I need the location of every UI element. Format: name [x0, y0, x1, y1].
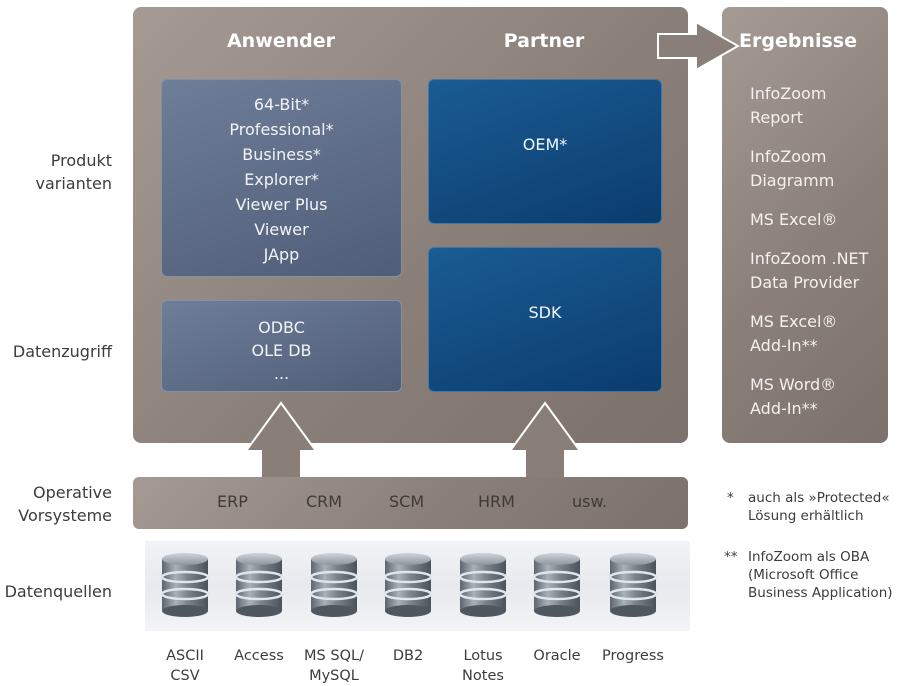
- ergebnis-item-line: Data Provider: [750, 273, 860, 292]
- database-icon: [309, 553, 359, 617]
- ergebnisse-panel: [722, 7, 888, 443]
- database-icon: [160, 553, 210, 617]
- vorsystem-usw: usw.: [572, 492, 608, 511]
- database-icon: [383, 553, 433, 617]
- anwender-product-item: 64-Bit*: [253, 95, 310, 114]
- datenquelle-label-line: DB2: [392, 648, 424, 664]
- vorsystem-erp: ERP: [217, 492, 248, 511]
- ergebnis-item-line: MS Word®: [750, 375, 837, 394]
- footnote-2-mark: **: [724, 549, 738, 565]
- ergebnis-item: MS Excel®: [750, 208, 880, 232]
- datenquelle-label-line: Notes: [462, 668, 504, 684]
- datenquelle-label: ASCII CSV: [145, 646, 225, 686]
- vorsystem-scm: SCM: [389, 492, 425, 511]
- datenquelle-label-line: MySQL: [309, 668, 359, 684]
- vorsysteme-bar: [133, 477, 688, 529]
- anwender-products-box: 64-Bit* Professional* Business* Explorer* Vi…: [161, 79, 402, 277]
- access-method-item: OLE DB: [251, 341, 312, 360]
- ergebnis-item-line: Add-In**: [750, 399, 818, 418]
- datenquelle-label: Progress: [593, 646, 673, 666]
- anwender-product-item: Viewer Plus: [235, 195, 328, 214]
- footnote-2-text: InfoZoom als OBA (Microsoft Office Busin…: [748, 549, 893, 601]
- ergebnis-item: MS Word® Add-In**: [750, 373, 880, 421]
- anwender-products-list: 64-Bit* Professional* Business* Explorer* Vi…: [162, 80, 401, 267]
- database-icon: [608, 553, 658, 617]
- datenquelle-label-line: Lotus: [463, 648, 503, 664]
- footnote-1-text: auch als »Protected« Lösung erhältlich: [748, 490, 890, 524]
- datenquelle-label: MS SQL/MySQL: [294, 646, 374, 686]
- database-icon: [532, 553, 582, 617]
- datenquelle-label-line: MS SQL/: [304, 648, 364, 664]
- anwender-product-item: Professional*: [229, 120, 334, 139]
- partner-oem-box: OEM*: [428, 79, 662, 224]
- column-header-partner: Partner: [503, 30, 585, 52]
- anwender-product-item: Business*: [242, 145, 321, 164]
- datenquelle-label-line: Progress: [602, 648, 664, 664]
- ergebnis-item-line: Add-In**: [750, 336, 818, 355]
- ergebnis-item-line: Diagramm: [750, 171, 835, 190]
- access-method-item: ...: [273, 364, 290, 383]
- datenquelle-label-line: ASCII: [166, 648, 204, 664]
- datenquelle-label-line: Access: [234, 648, 284, 664]
- ergebnis-item: InfoZoom .NET Data Provider: [750, 247, 880, 295]
- anwender-product-item: Viewer: [254, 220, 309, 239]
- footnote-1-mark: *: [727, 490, 734, 506]
- datenquelle-label-line: CSV: [170, 668, 200, 684]
- ergebnisse-title: Ergebnisse: [739, 30, 857, 52]
- datenquelle-label-line: Oracle: [533, 648, 581, 664]
- datenquelle-label: DB2: [368, 646, 448, 666]
- anwender-access-list: ODBC OLE DB...: [162, 301, 401, 385]
- datenquelle-label: Oracle: [517, 646, 597, 666]
- database-icon: [458, 553, 508, 617]
- partner-sdk-label: SDK: [528, 303, 562, 322]
- vorsystem-hrm: HRM: [478, 492, 515, 511]
- anwender-product-item: Explorer*: [244, 170, 319, 189]
- access-method-item: ODBC: [258, 318, 305, 337]
- ergebnis-item-line: Report: [750, 108, 804, 127]
- ergebnis-item-line: InfoZoom: [750, 84, 827, 103]
- row-label-operative-vorsysteme: Operative Vorsysteme: [18, 483, 112, 525]
- anwender-product-item: JApp: [263, 245, 300, 264]
- partner-sdk-box: SDK: [428, 247, 662, 392]
- column-header-anwender: Anwender: [226, 30, 336, 52]
- vorsystem-crm: CRM: [306, 492, 343, 511]
- ergebnis-item: MS Excel® Add-In**: [750, 310, 880, 358]
- datenquelle-label: Access: [219, 646, 299, 666]
- ergebnis-item-line: InfoZoom .NET: [750, 249, 869, 268]
- ergebnis-item-line: MS Excel®: [750, 210, 838, 229]
- row-label-produktvarianten: Produkt varianten: [35, 151, 113, 193]
- partner-oem-label: OEM*: [522, 135, 568, 154]
- row-label-datenzugriff: Datenzugriff: [12, 342, 112, 361]
- ergebnis-item-line: MS Excel®: [750, 312, 838, 331]
- ergebnis-item-line: InfoZoom: [750, 147, 827, 166]
- anwender-access-box: ODBC OLE DB...: [161, 300, 402, 392]
- row-label-datenquellen: Datenquellen: [4, 582, 112, 601]
- database-icon: [234, 553, 284, 617]
- arrow-to-ergebnisse: [657, 20, 740, 72]
